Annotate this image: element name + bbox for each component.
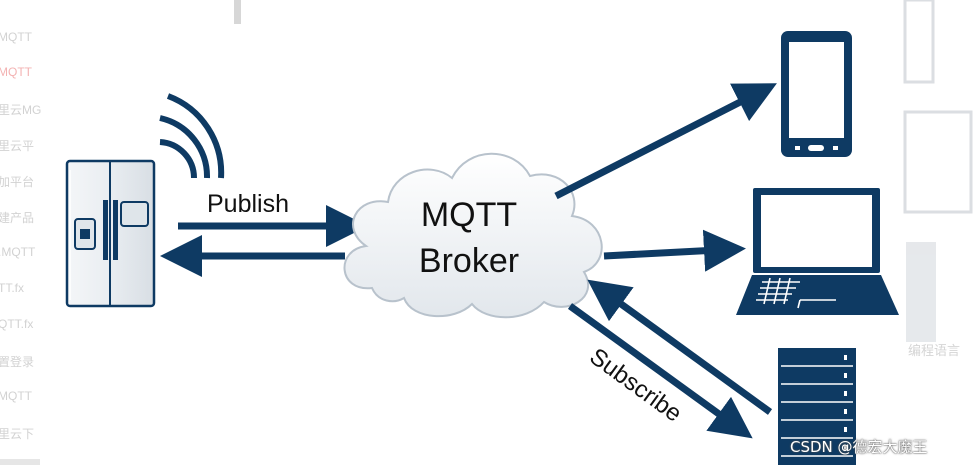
- publish-label: Publish: [207, 190, 289, 218]
- background-sidebar-item: 里云平: [0, 139, 35, 153]
- background-sidebar-item: .MQTT: [0, 245, 36, 259]
- background-sidebar-item: QTT.fx: [0, 317, 34, 331]
- background-sidebar-item: 置登录: [0, 355, 35, 369]
- server-to-broker-arrow: [587, 279, 773, 415]
- broker-label-line1: MQTT: [421, 196, 517, 234]
- background-sidebar-item: 里云MG: [0, 103, 42, 117]
- broker-to-phone-arrow: [554, 83, 777, 200]
- background-sidebar-item: MQTT: [0, 389, 32, 403]
- background-sidebar-item: 里云下: [0, 427, 35, 441]
- broker-to-laptop-arrow: [603, 229, 746, 272]
- server-rack-icon: [778, 348, 856, 465]
- background-sidebar-item: MQTT: [0, 30, 32, 44]
- background-text: 编程语言: [908, 344, 961, 359]
- refrigerator-icon: [65, 159, 156, 308]
- laptop-icon: [736, 188, 899, 315]
- background-sidebar-item: 建产品: [0, 211, 35, 225]
- broker-cloud: MQTT Broker: [343, 152, 603, 319]
- broker-to-server-arrow: [567, 303, 753, 439]
- csdn-watermark: CSDN @德宏大魔王: [790, 438, 928, 456]
- background-divider: [0, 459, 40, 465]
- smartphone-icon: [781, 31, 852, 157]
- background-sidebar: MQTT MQTT 里云MG 里云平 加平台 建产品 .MQTT TT.fx Q…: [0, 0, 44, 465]
- background-sidebar-item: MQTT: [0, 65, 32, 79]
- broker-label-line2: Broker: [419, 242, 519, 280]
- background-sidebar-item: 加平台: [0, 175, 35, 189]
- background-sidebar-item: TT.fx: [0, 281, 24, 295]
- background-divider: [234, 0, 241, 24]
- wireless-signal-icon: [159, 93, 225, 179]
- background-devices: [903, 0, 973, 342]
